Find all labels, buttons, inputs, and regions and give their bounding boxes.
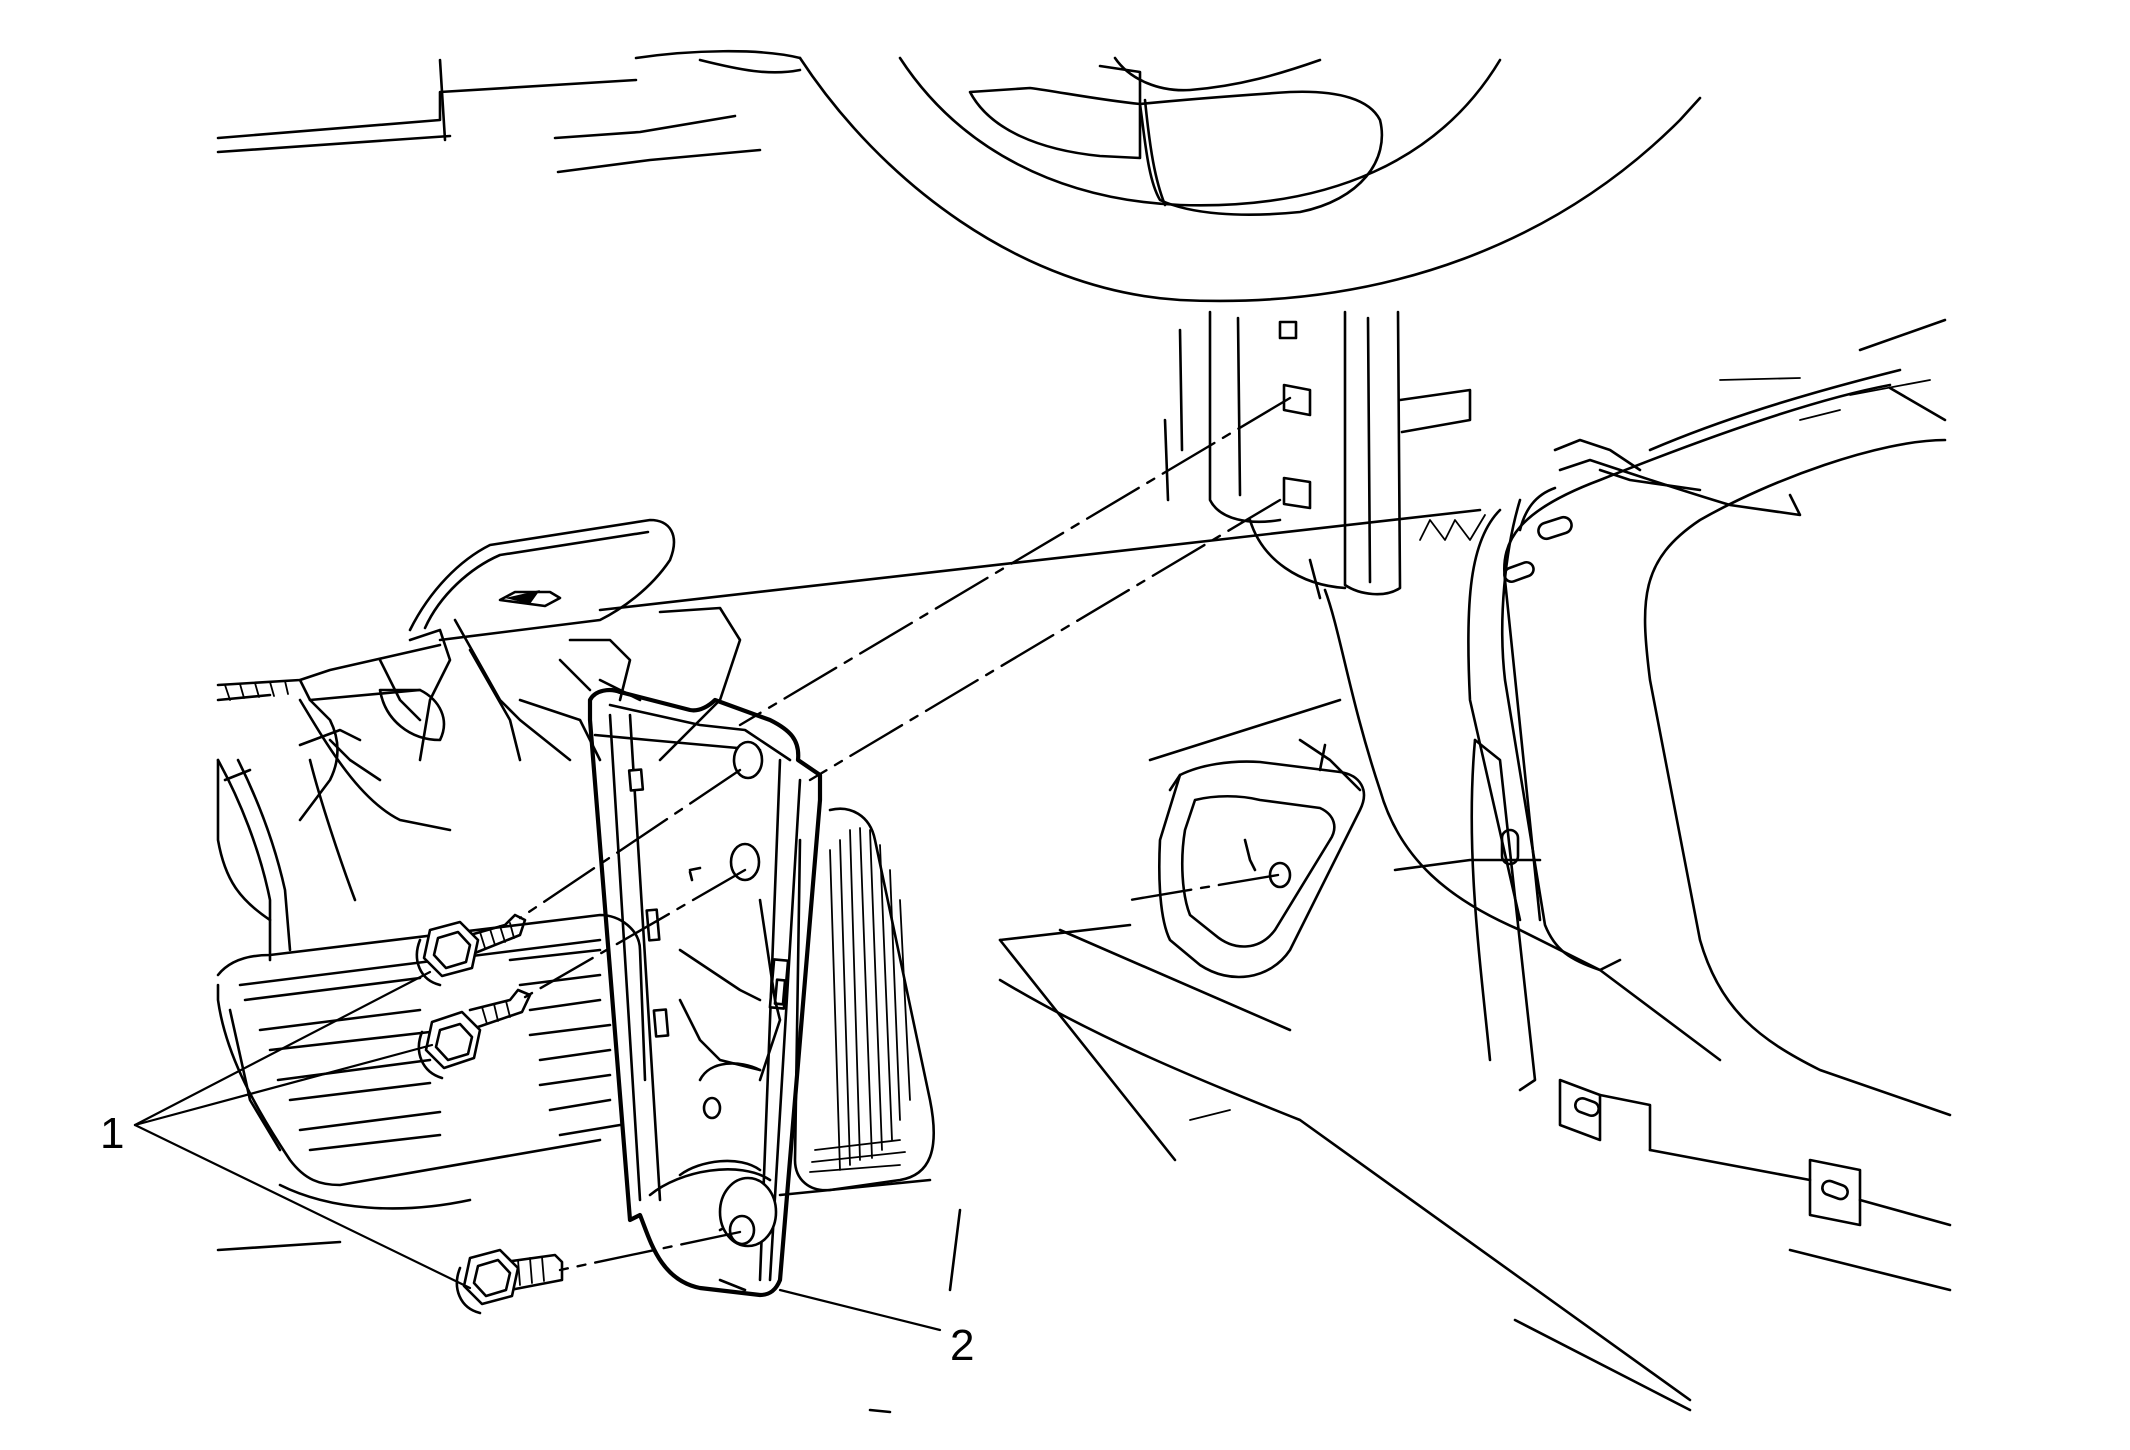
- pedal-bracket: [587, 688, 823, 1298]
- installation-lines: [518, 396, 1292, 1272]
- bolt-upper: [415, 913, 527, 987]
- instrument-panel-outline: [216, 49, 802, 174]
- steering-column: [1163, 310, 1486, 600]
- floor-mount-boss: [1158, 738, 1366, 979]
- callout-label-bracket: 2: [950, 1321, 974, 1370]
- steering-wheel: [798, 56, 1702, 303]
- bolt-lower: [455, 1248, 564, 1315]
- bolt-middle: [417, 988, 532, 1080]
- accelerator-pedal: [793, 807, 936, 1192]
- callout-leaders: [133, 970, 942, 1332]
- brake-pedal-assembly: [216, 518, 742, 962]
- callout-label-fasteners: 1: [100, 1109, 124, 1158]
- knee-bolster-trim: [1467, 318, 1952, 1292]
- brake-pedal-pad: [216, 913, 647, 1210]
